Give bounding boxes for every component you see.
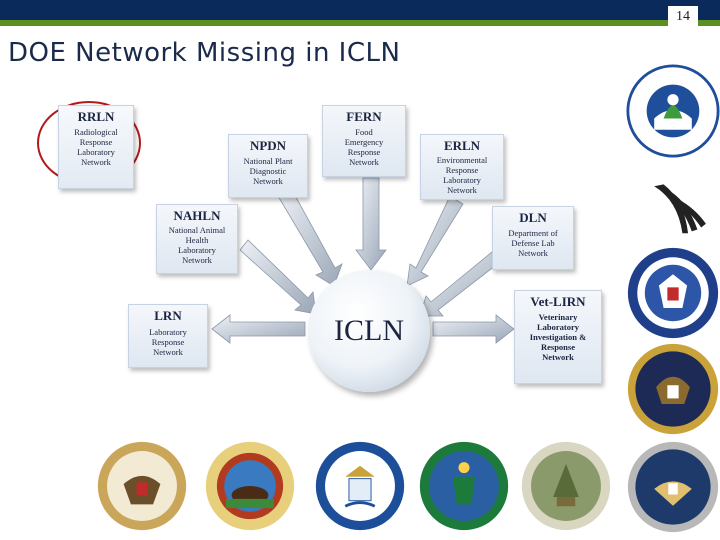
green-band bbox=[0, 20, 720, 26]
arrow-npdn bbox=[277, 189, 343, 287]
node-nahln-line: Network bbox=[182, 255, 212, 265]
arrow-vetlirn bbox=[432, 314, 515, 344]
node-lrn-line: Response bbox=[151, 337, 185, 347]
state-seal bbox=[96, 440, 188, 532]
node-fern-line: Emergency bbox=[344, 137, 384, 147]
slide-title: DOE Network Missing in ICLN bbox=[8, 38, 401, 68]
interior-seal bbox=[204, 440, 296, 532]
dhs-seal bbox=[626, 246, 720, 340]
node-dln-line: Network bbox=[518, 248, 548, 258]
hhs-seal bbox=[626, 158, 720, 252]
commerce-seal bbox=[314, 440, 406, 532]
node-npdn-line: Network bbox=[253, 176, 283, 186]
node-erln-line: Network bbox=[447, 185, 477, 195]
node-vetlirn-line: Laboratory bbox=[536, 322, 580, 332]
node-nahln-line: Laboratory bbox=[178, 245, 216, 255]
arrow-nahln bbox=[239, 239, 317, 315]
arrow-layer bbox=[211, 177, 515, 344]
defense-seal bbox=[626, 440, 720, 534]
node-erln: ERLN Environmental Response Laboratory N… bbox=[420, 134, 504, 200]
node-rrln-line: Laboratory bbox=[77, 147, 115, 157]
node-vetlirn-abbr: Vet-LIRN bbox=[530, 294, 586, 309]
navy-band bbox=[0, 0, 720, 22]
node-nahln-abbr: NAHLN bbox=[173, 208, 221, 223]
node-erln-line: Environmental bbox=[436, 155, 488, 165]
node-fern-abbr: FERN bbox=[346, 109, 382, 124]
node-rrln-line: Network bbox=[81, 157, 111, 167]
node-npdn-abbr: NPDN bbox=[249, 138, 287, 153]
node-nahln: NAHLN National Animal Health Laboratory … bbox=[156, 204, 238, 274]
node-dln: DLN Department of Defense Lab Network bbox=[492, 206, 574, 270]
title-bar-decoration bbox=[0, 0, 720, 26]
node-npdn-line: National Plant bbox=[243, 156, 293, 166]
node-dln-line: Defense Lab bbox=[511, 238, 555, 248]
node-rrln-line: Response bbox=[79, 137, 113, 147]
node-vetlirn-line: Investigation & bbox=[529, 332, 587, 342]
node-lrn-line: Laboratory bbox=[149, 327, 187, 337]
arrow-dln bbox=[419, 251, 501, 317]
arrow-fern bbox=[355, 177, 387, 271]
node-erln-abbr: ERLN bbox=[443, 138, 481, 153]
node-nahln-line: National Animal bbox=[168, 225, 226, 235]
slide-number: 14 bbox=[668, 6, 698, 28]
node-dln-abbr: DLN bbox=[519, 210, 547, 225]
node-lrn: LRN Laboratory Response Network bbox=[128, 304, 208, 368]
node-fern-line: Food bbox=[355, 127, 373, 137]
icln-network-diagram: RRLN Radiological Response Laboratory Ne… bbox=[58, 100, 620, 400]
node-rrln: RRLN Radiological Response Laboratory Ne… bbox=[58, 105, 134, 189]
node-lrn-abbr: LRN bbox=[154, 308, 182, 323]
node-dln-line: Department of bbox=[508, 228, 558, 238]
node-vetlirn-line: Network bbox=[542, 352, 574, 362]
node-vetlirn-line: Response bbox=[540, 342, 575, 352]
node-fern-line: Response bbox=[347, 147, 381, 157]
node-lrn-line: Network bbox=[153, 347, 183, 357]
node-vetlirn-line: Veterinary bbox=[538, 312, 578, 322]
epa-seal bbox=[626, 64, 720, 158]
node-rrln-line: Radiological bbox=[74, 127, 118, 137]
arrow-lrn bbox=[211, 314, 306, 344]
doj-seal bbox=[626, 342, 720, 436]
agriculture-seal bbox=[520, 440, 612, 532]
node-erln-line: Response bbox=[445, 165, 479, 175]
node-fern-line: Network bbox=[349, 157, 379, 167]
energy-seal bbox=[418, 440, 510, 532]
node-erln-line: Laboratory bbox=[443, 175, 481, 185]
node-fern: FERN Food Emergency Response Network bbox=[322, 105, 406, 177]
node-npdn-line: Diagnostic bbox=[249, 166, 287, 176]
node-npdn: NPDN National Plant Diagnostic Network bbox=[228, 134, 308, 198]
arrow-erln bbox=[406, 195, 464, 287]
node-nahln-line: Health bbox=[185, 235, 209, 245]
icln-hub: ICLN bbox=[308, 270, 430, 392]
node-vetlirn: Vet-LIRN Veterinary Laboratory Investiga… bbox=[514, 290, 602, 384]
node-rrln-abbr: RRLN bbox=[77, 109, 115, 124]
